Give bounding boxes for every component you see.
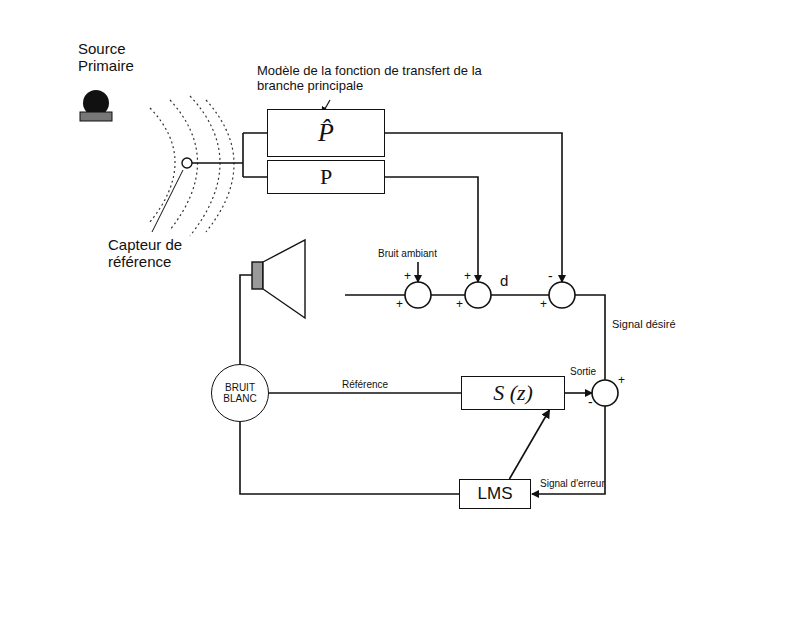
wires [192, 133, 605, 380]
signal-name: Signal d'erreur [540, 478, 630, 490]
source-label: Source Primaire [78, 40, 150, 75]
loudspeaker [252, 240, 305, 318]
signal-name: Signal désiré [612, 318, 692, 331]
sign: - [588, 394, 593, 410]
primary-source [80, 90, 112, 121]
connector [509, 410, 549, 479]
summing-junctions [405, 282, 618, 406]
signal-name: Sortie [570, 366, 610, 378]
lms-box: LMS [459, 479, 531, 509]
sign: + [618, 374, 625, 388]
sign: - [548, 268, 553, 284]
reference-sensor [182, 158, 192, 168]
node-text: LMS [478, 484, 513, 504]
signal-name: Référence [342, 379, 388, 391]
sign: + [464, 270, 471, 284]
noise-source-circle: BRUIT BLANC [211, 364, 269, 422]
transfer-model-box: P̂ [267, 109, 385, 157]
node-text: P̂ [318, 118, 334, 148]
wires [240, 275, 605, 494]
node-text: S (z) [493, 380, 533, 406]
sound-waves [150, 96, 234, 236]
sign: + [404, 270, 411, 284]
transfer-function-box: P [267, 160, 385, 194]
sensor-label: Capteur de référence [108, 236, 208, 271]
node-text: P [320, 164, 332, 190]
sign: + [456, 298, 463, 312]
connector [240, 422, 459, 494]
leader-line [152, 170, 183, 232]
sign: + [540, 298, 547, 312]
adaptive-filter-box: S (z) [461, 376, 565, 410]
connector [269, 392, 461, 394]
signal-name: Bruit ambiant [378, 248, 468, 260]
sign: + [396, 298, 403, 312]
signal-name: d [500, 272, 514, 289]
callout-text: Modèle de la fonction de transfert de la… [257, 64, 527, 94]
node-text: BRUIT BLANC [218, 382, 262, 404]
